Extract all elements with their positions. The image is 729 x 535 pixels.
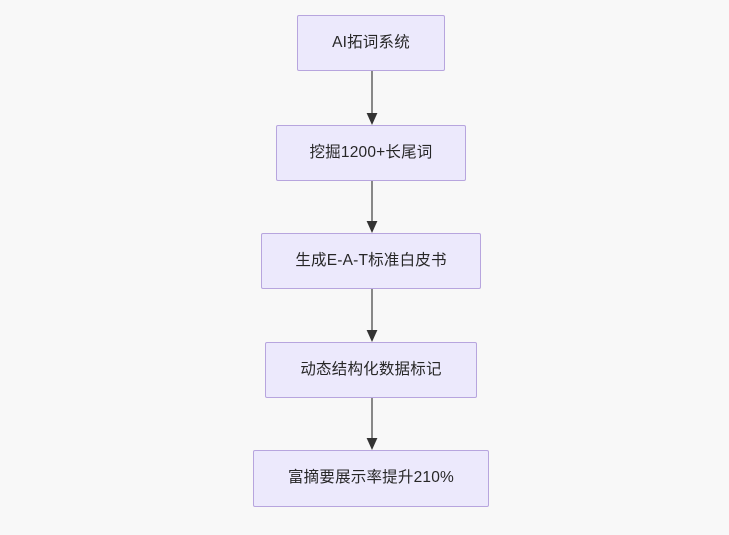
flow-edge-node-3-node-4: [364, 289, 380, 342]
arrow-down-icon: [366, 289, 378, 342]
flow-edge-node-2-node-3: [364, 181, 380, 233]
flow-node-label: 富摘要展示率提升210%: [287, 469, 455, 487]
flow-node-ai-keyword-system[interactable]: AI拓词系统: [297, 15, 445, 71]
flow-node-label: 动态结构化数据标记: [300, 360, 442, 378]
arrow-down-icon: [366, 398, 378, 450]
arrow-down-icon: [366, 71, 378, 125]
flow-node-label: 挖掘1200+长尾词: [309, 143, 433, 161]
flow-node-dynamic-structured-data-markup[interactable]: 动态结构化数据标记: [265, 342, 477, 398]
flow-edge-node-4-node-5: [364, 398, 380, 450]
flow-node-rich-snippet-impression-lift[interactable]: 富摘要展示率提升210%: [253, 450, 489, 507]
flow-node-label: 生成E-A-T标准白皮书: [295, 251, 447, 269]
flow-node-label: AI拓词系统: [332, 33, 410, 51]
flow-edge-node-1-node-2: [364, 71, 380, 125]
arrow-down-icon: [366, 181, 378, 233]
flow-node-generate-eat-whitepaper[interactable]: 生成E-A-T标准白皮书: [261, 233, 481, 289]
flow-node-mine-longtail-keywords[interactable]: 挖掘1200+长尾词: [276, 125, 466, 181]
